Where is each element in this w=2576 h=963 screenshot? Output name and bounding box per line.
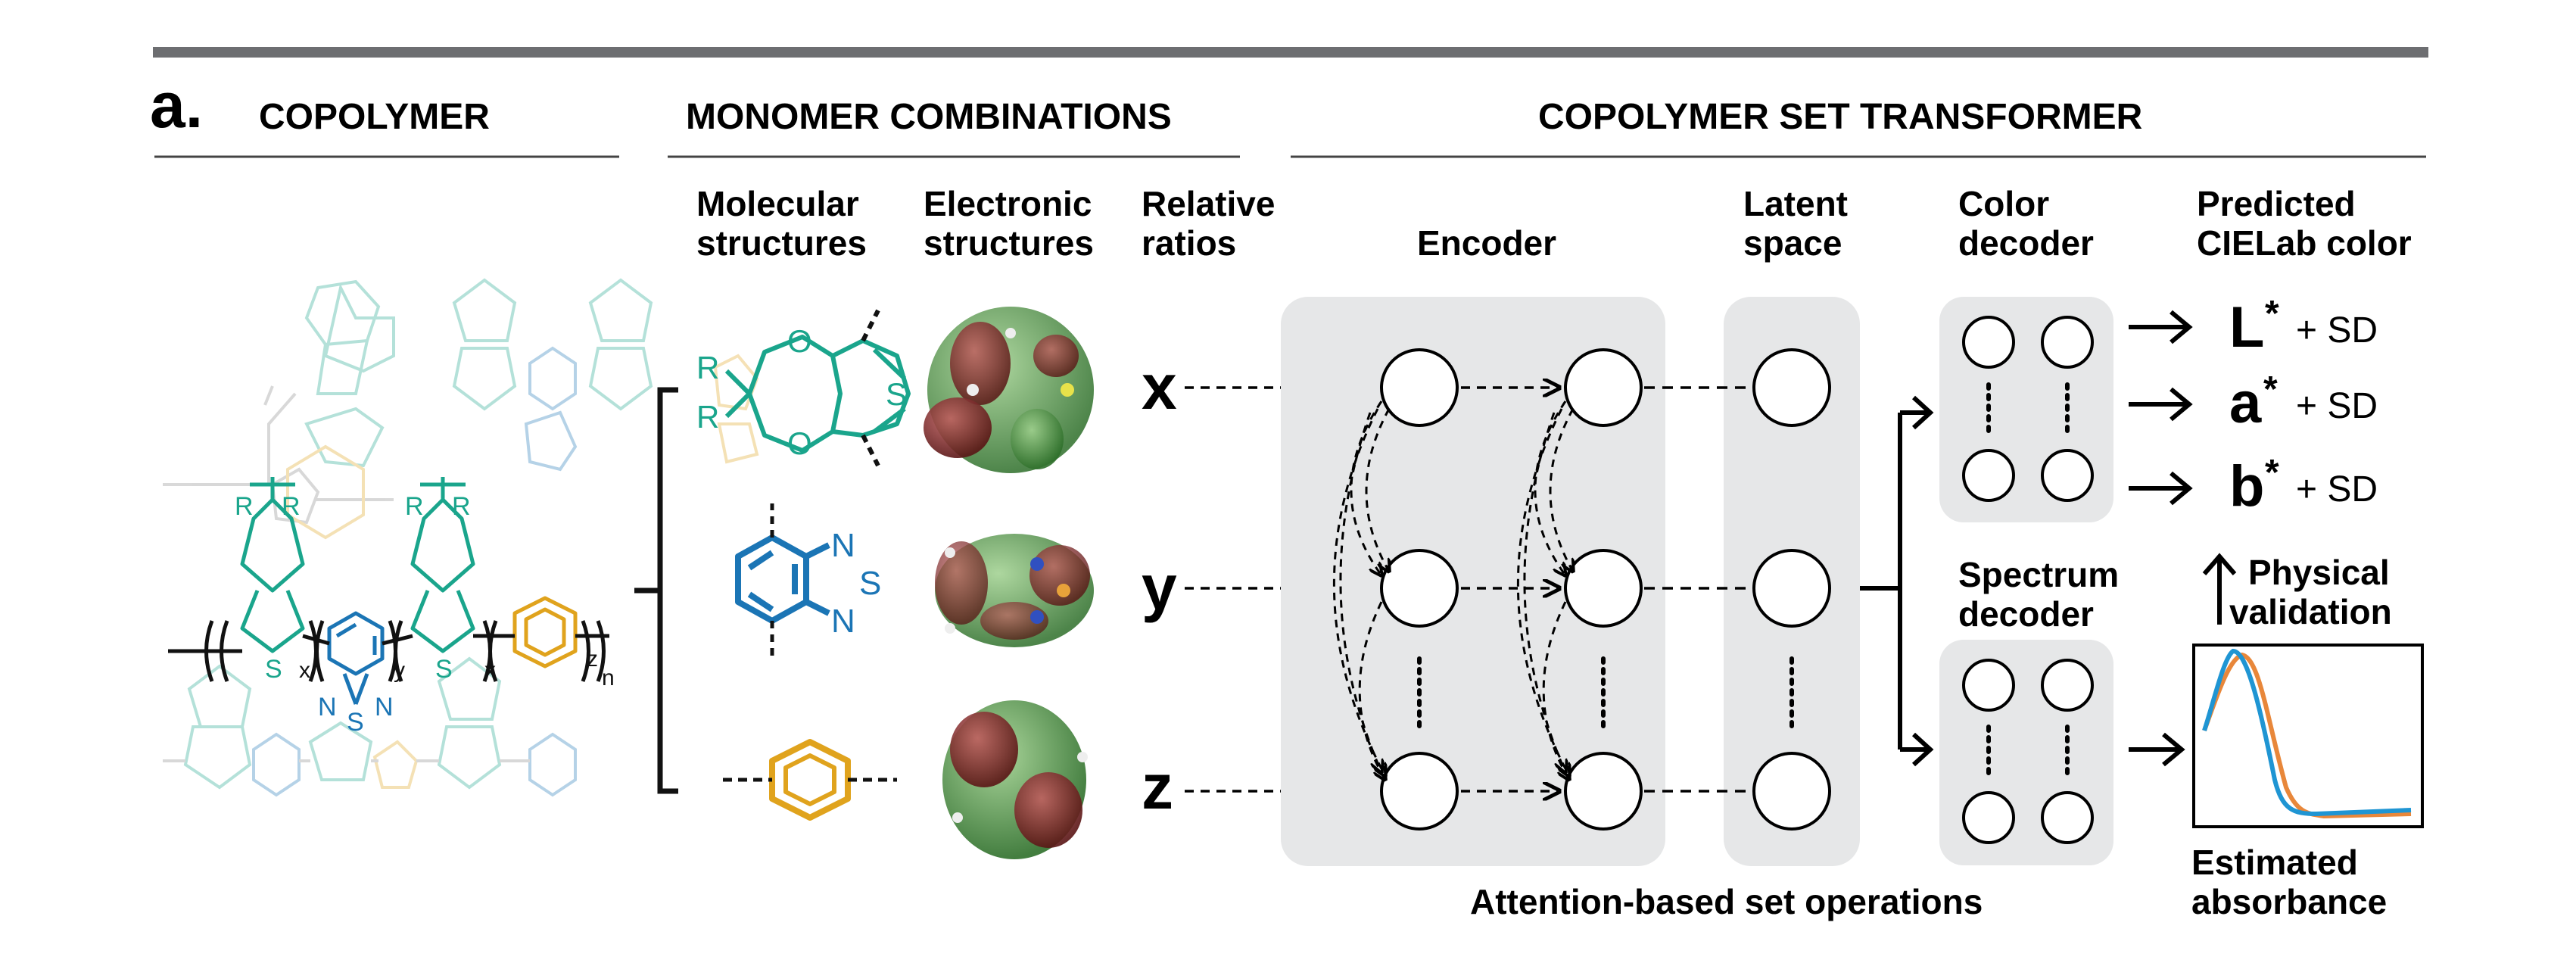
output-a-sd: + SD (2296, 386, 2378, 426)
absorbance-plot-frame (2192, 644, 2424, 828)
spectrum-decoder-nodes (1962, 659, 2094, 844)
spectrum-decoder-1: Spectrum (1958, 555, 2119, 594)
physical-validation-1: Physical (2248, 553, 2390, 592)
output-b: b * + SD (2229, 453, 2378, 519)
atom-r: R (696, 399, 719, 435)
latent-nodes (1752, 348, 1831, 831)
color-decoder-nodes (1962, 316, 2094, 502)
physical-validation-2: validation (2229, 592, 2392, 631)
atom-r: R (696, 350, 719, 385)
section-monomer-combinations: MONOMER COMBINATIONS (686, 97, 1172, 137)
output-a-star: * (2263, 369, 2278, 410)
col-molecular-1: Molecular (696, 184, 859, 223)
col-electronic-1: Electronic (924, 184, 1092, 223)
atom-r: R (282, 492, 301, 521)
decoder-fork (1860, 395, 1934, 767)
atom-o: O (787, 323, 812, 359)
spectrum-decoder-2: decoder (1958, 594, 2094, 634)
atom-n: N (831, 603, 855, 640)
output-l-star: * (2265, 294, 2279, 334)
col-color-decoder-1: Color (1958, 184, 2049, 223)
estimated-absorbance-1: Estimated (2191, 843, 2358, 882)
copolymer-atom-labels: R R R R S S S N N x y x z n (235, 492, 615, 737)
absorbance-curve-orange (2202, 652, 2412, 819)
ratio-y: y (1142, 552, 1177, 623)
col-ratios-1: Relative (1142, 184, 1275, 223)
atom-n: N (318, 693, 337, 721)
atom-r: R (405, 492, 424, 521)
estimated-absorbance-2: absorbance (2191, 882, 2387, 921)
orbital-y (935, 534, 1094, 647)
atom-r: R (235, 492, 254, 521)
atom-s: S (347, 708, 364, 737)
sub-z: z (587, 647, 598, 672)
col-latent-2: space (1743, 223, 1842, 263)
output-b-sd: + SD (2296, 469, 2378, 510)
panel-label: a. (150, 70, 203, 141)
section-copolymer: COPOLYMER (259, 97, 490, 137)
ratio-x: x (1142, 351, 1177, 422)
col-predicted-1: Predicted (2197, 184, 2356, 223)
col-latent-1: Latent (1743, 184, 1848, 223)
output-arrows (2129, 310, 2193, 767)
attention-caption: Attention-based set operations (1470, 882, 1983, 921)
color-decoder-ellipsis (1986, 382, 2070, 438)
orbital-x (924, 307, 1094, 473)
col-ratios-2: ratios (1142, 223, 1236, 263)
col-electronic-2: structures (924, 223, 1094, 263)
monomer-teal-structure (724, 309, 911, 467)
top-bar (153, 47, 2428, 58)
monomer-gold-structure (723, 739, 897, 821)
sub-x: x (299, 658, 310, 683)
atom-s: S (265, 655, 282, 684)
atom-s: S (886, 376, 907, 412)
copolymer-main-structure (168, 477, 609, 705)
encoder-forward-arrows (1461, 388, 1559, 791)
output-l: L * + SD (2229, 294, 2378, 360)
monomer-teal-atoms: R R O O S (696, 323, 907, 461)
col-color-decoder-2: decoder (1958, 223, 2094, 263)
output-b-star: * (2265, 453, 2279, 493)
encoder-ellipsis (1417, 656, 1606, 729)
sub-y: y (394, 658, 405, 683)
encoder-box (1281, 297, 1665, 866)
attention-links (1332, 400, 1573, 780)
sub-x: x (484, 658, 496, 683)
col-encoder: Encoder (1417, 223, 1556, 263)
monomer-blue-atoms: N S N (831, 527, 881, 640)
output-l-label: L (2229, 295, 2264, 360)
atom-o: O (787, 425, 812, 461)
spectrum-decoder-ellipsis (1986, 725, 2070, 781)
orbital-z (942, 700, 1088, 859)
atom-n: N (375, 693, 394, 721)
output-b-label: b (2229, 454, 2264, 519)
absorbance-curve-blue (2202, 648, 2412, 817)
col-molecular-2: structures (696, 223, 867, 263)
monomer-bracket (634, 387, 678, 794)
col-predicted-2: CIELab color (2197, 223, 2412, 263)
copolymer-faded-background (163, 278, 759, 797)
encoder-nodes (1380, 348, 1643, 831)
atom-s: S (859, 565, 881, 602)
atom-s: S (435, 655, 453, 684)
output-a-label: a (2229, 371, 2262, 435)
output-a: a * + SD (2229, 369, 2378, 435)
up-arrow-icon (2202, 553, 2237, 625)
atom-r: R (452, 492, 471, 521)
sub-n: n (602, 665, 615, 690)
output-l-sd: + SD (2296, 310, 2378, 351)
atom-n: N (831, 527, 855, 564)
monomer-blue-structure (735, 503, 830, 659)
section-set-transformer: COPOLYMER SET TRANSFORMER (1538, 97, 2142, 137)
ratio-z: z (1142, 751, 1173, 822)
